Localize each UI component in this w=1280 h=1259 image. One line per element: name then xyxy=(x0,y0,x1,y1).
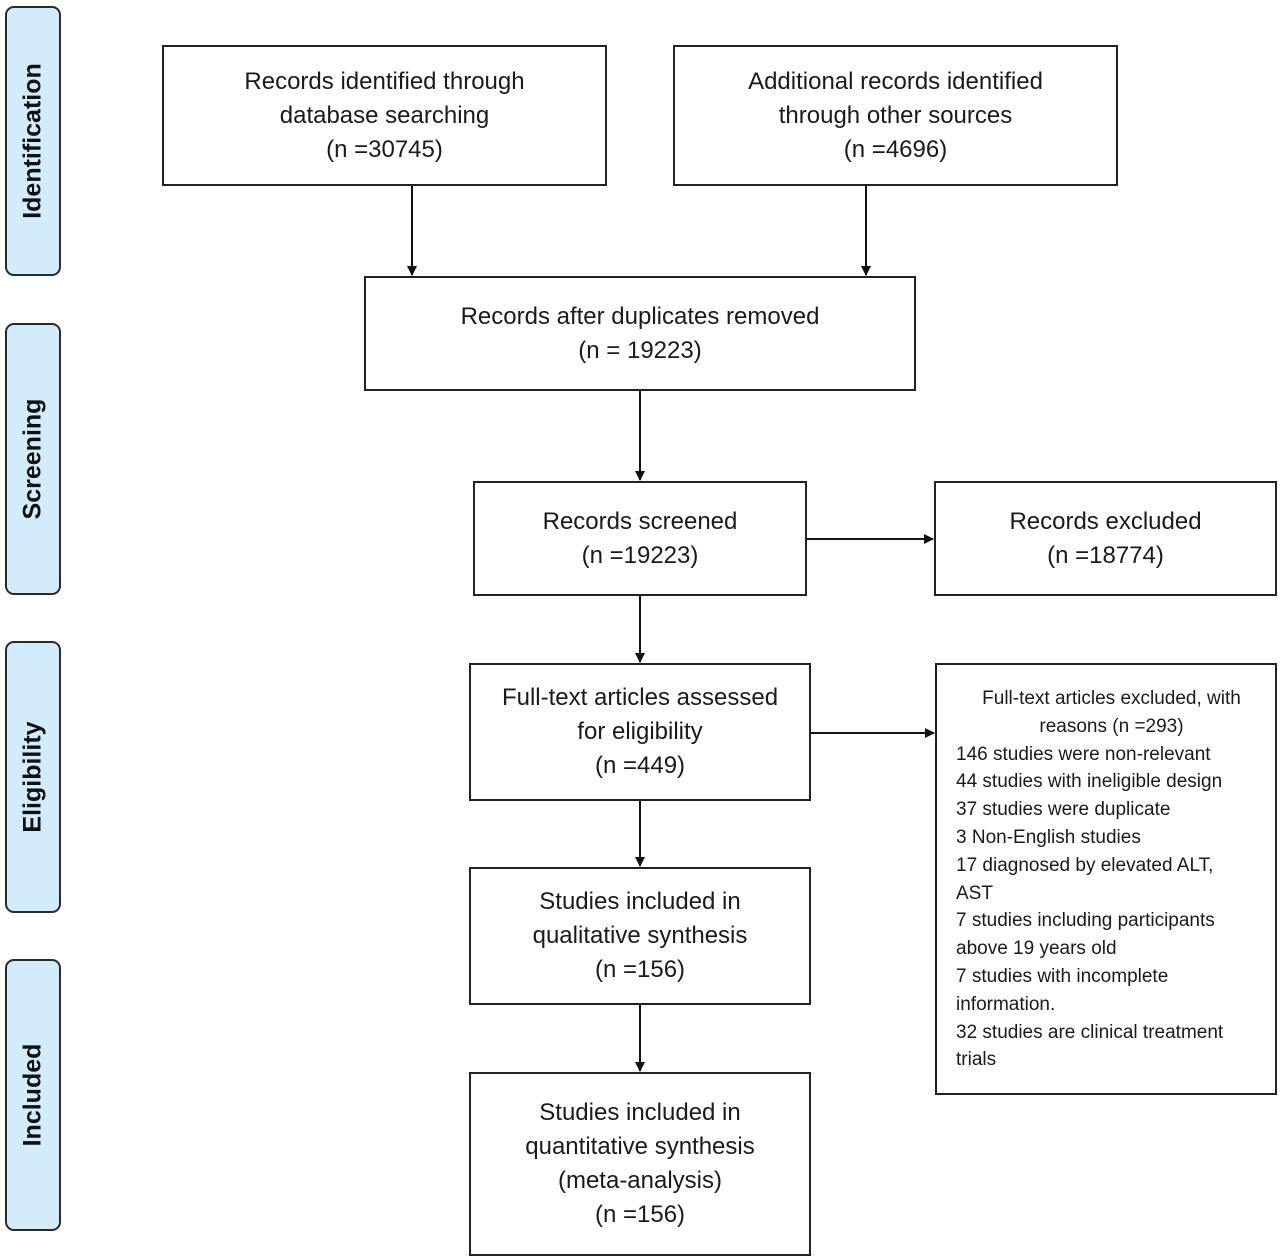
quantitative-synthesis-line-2: quantitative synthesis xyxy=(525,1133,755,1160)
quantitative-synthesis-count: (n =156) xyxy=(594,1201,686,1228)
phase-eligibility: Eligibility xyxy=(5,641,61,913)
other-sources-box: Additional records identified through ot… xyxy=(673,45,1118,186)
other-sources-line-2: through other sources xyxy=(778,101,1013,129)
fulltext-assessed-count: (n =449) xyxy=(594,752,686,779)
records-excluded-line-1: Records excluded xyxy=(1009,507,1202,535)
records-screened-line-1: Records screened xyxy=(542,507,738,535)
exclusion-reason: trials xyxy=(956,1049,997,1071)
fulltext-assessed-line-1: Full-text articles assessed xyxy=(501,684,779,711)
exclusion-reason: AST xyxy=(956,882,993,904)
qualitative-synthesis-line-1: Studies included in xyxy=(539,888,741,915)
exclusion-reason: 32 studies are clinical treatment xyxy=(956,1021,1224,1043)
after-duplicates-box: Records after duplicates removed (n = 19… xyxy=(364,276,916,391)
phase-included: Included xyxy=(5,959,61,1231)
qualitative-synthesis-count: (n =156) xyxy=(594,956,686,983)
database-search-box: Records identified through database sear… xyxy=(162,45,607,186)
qualitative-synthesis-box: Studies included in qualitative synthesi… xyxy=(469,867,811,1005)
exclusion-reason: 7 studies including participants xyxy=(956,910,1215,932)
phase-screening: Screening xyxy=(5,323,61,595)
records-screened-count: (n =19223) xyxy=(581,541,699,569)
phase-identification: Identification xyxy=(5,6,61,276)
records-excluded-box: Records excluded (n =18774) xyxy=(934,481,1277,596)
exclusion-reason: 17 diagnosed by elevated ALT, xyxy=(956,854,1214,876)
exclusion-reason: 7 studies with incomplete xyxy=(956,965,1169,987)
other-sources-line-1: Additional records identified xyxy=(748,67,1043,95)
fulltext-excluded-heading-2: reasons (n =293) xyxy=(1039,715,1184,737)
database-search-line-1: Records identified through xyxy=(244,67,525,95)
database-search-count: (n =30745) xyxy=(326,135,443,163)
exclusion-reason: 3 Non-English studies xyxy=(956,826,1141,848)
quantitative-synthesis-line-1: Studies included in xyxy=(539,1099,741,1126)
exclusion-reason: 146 studies were non-relevant xyxy=(956,743,1211,765)
fulltext-excluded-heading-1: Full-text articles excluded, with xyxy=(982,688,1241,709)
quantitative-synthesis-box: Studies included in quantitative synthes… xyxy=(469,1072,811,1256)
exclusion-reason: 37 studies were duplicate xyxy=(956,799,1171,821)
exclusion-reason: above 19 years old xyxy=(956,938,1117,960)
fulltext-excluded-box: Full-text articles excluded, with reason… xyxy=(935,663,1277,1095)
database-search-line-2: database searching xyxy=(279,101,490,129)
other-sources-count: (n =4696) xyxy=(843,135,948,163)
exclusion-reason: 44 studies with ineligible design xyxy=(956,771,1223,793)
records-screened-box: Records screened (n =19223) xyxy=(473,481,807,596)
records-excluded-count: (n =18774) xyxy=(1047,541,1164,569)
exclusion-reason: information. xyxy=(956,993,1056,1015)
quantitative-synthesis-line-3: (meta-analysis) xyxy=(557,1167,723,1194)
after-duplicates-count: (n = 19223) xyxy=(578,336,702,364)
qualitative-synthesis-line-2: qualitative synthesis xyxy=(532,922,748,949)
after-duplicates-line-1: Records after duplicates removed xyxy=(460,302,820,330)
fulltext-assessed-line-2: for eligibility xyxy=(577,718,703,745)
fulltext-assessed-box: Full-text articles assessed for eligibil… xyxy=(469,663,811,801)
